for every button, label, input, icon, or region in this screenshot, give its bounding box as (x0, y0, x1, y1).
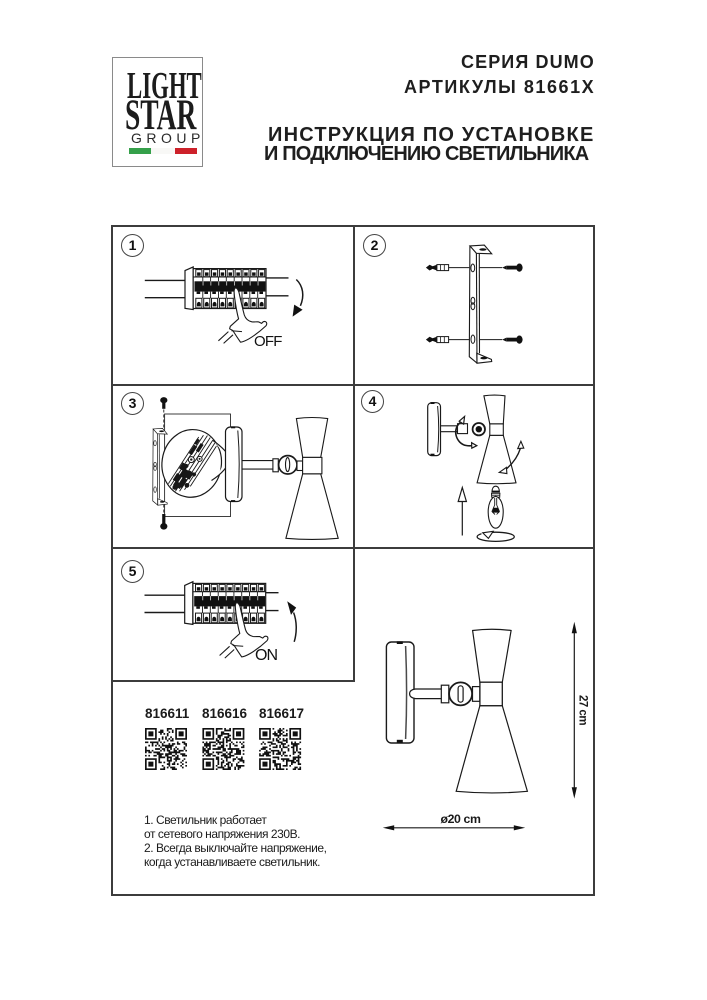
svg-text:27 cm: 27 cm (576, 695, 588, 725)
svg-text:ø20 cm: ø20 cm (441, 812, 481, 826)
